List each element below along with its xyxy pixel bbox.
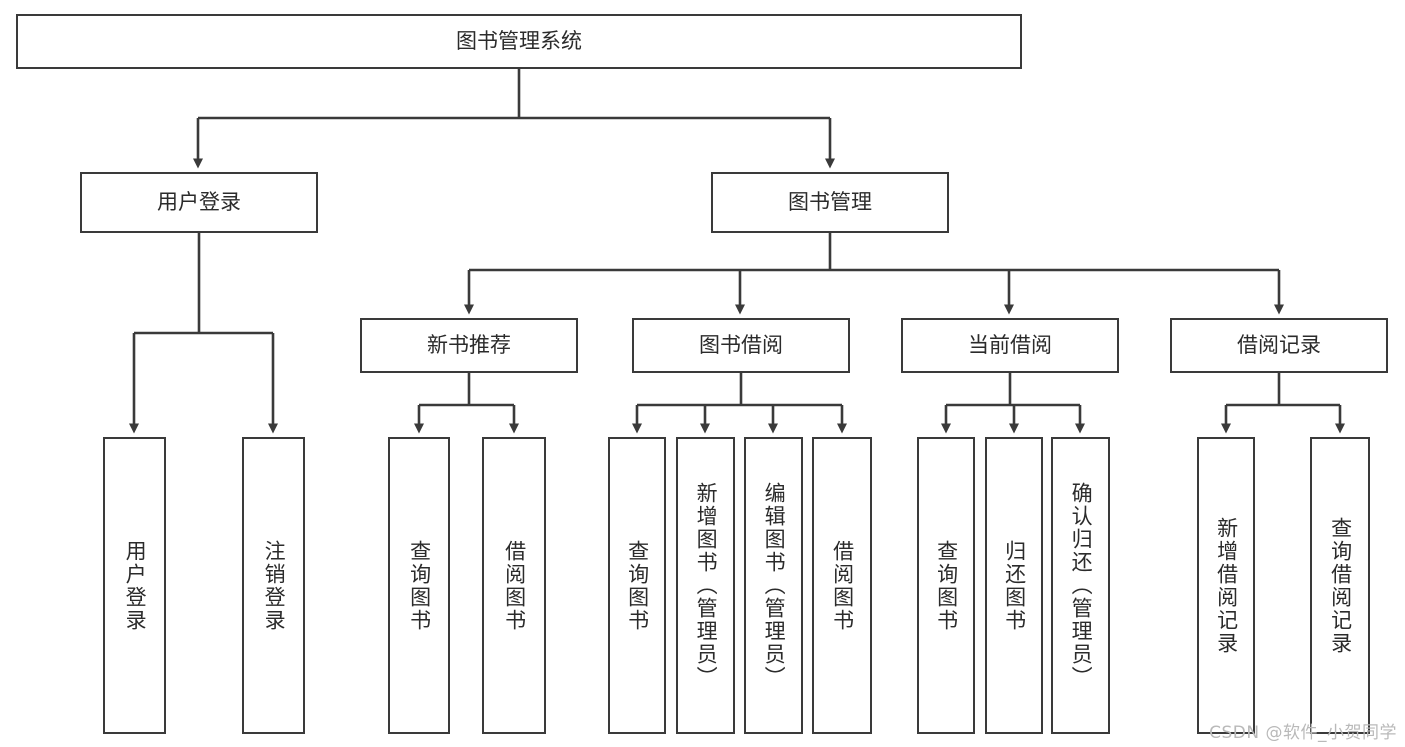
leaf-return-book[interactable]: 归还图书 [985, 437, 1043, 734]
leaf-label: 新增图书（管理员） [694, 482, 719, 689]
leaf-label: 查询借阅记录 [1328, 516, 1353, 655]
node-book-borrow[interactable]: 图书借阅 [632, 318, 850, 373]
leaf-query-book-recommend[interactable]: 查询图书 [388, 437, 450, 734]
leaf-label: 编辑图书（管理员） [762, 482, 787, 689]
leaf-add-book-admin[interactable]: 新增图书（管理员） [676, 437, 735, 734]
node-user-login[interactable]: 用户登录 [80, 172, 318, 233]
leaf-label: 新增借阅记录 [1214, 516, 1239, 655]
node-label: 新书推荐 [427, 333, 511, 358]
leaf-label: 归还图书 [1002, 539, 1027, 632]
leaf-label: 用户登录 [123, 539, 148, 632]
leaf-label: 查询图书 [934, 539, 959, 632]
leaf-user-login[interactable]: 用户登录 [103, 437, 166, 734]
node-current-borrow[interactable]: 当前借阅 [901, 318, 1119, 373]
node-label: 用户登录 [157, 190, 241, 215]
leaf-borrow-book[interactable]: 借阅图书 [812, 437, 872, 734]
node-label: 借阅记录 [1237, 333, 1321, 358]
leaf-confirm-return-admin[interactable]: 确认归还（管理员） [1051, 437, 1110, 734]
node-book-management[interactable]: 图书管理 [711, 172, 949, 233]
node-new-book-recommend[interactable]: 新书推荐 [360, 318, 578, 373]
leaf-query-borrow-record[interactable]: 查询借阅记录 [1310, 437, 1370, 734]
node-root[interactable]: 图书管理系统 [16, 14, 1022, 69]
node-borrow-record[interactable]: 借阅记录 [1170, 318, 1388, 373]
node-label: 图书管理 [788, 190, 872, 215]
leaf-label: 查询图书 [625, 539, 650, 632]
leaf-label: 确认归还（管理员） [1069, 482, 1094, 689]
node-label: 图书借阅 [699, 333, 783, 358]
leaf-query-book-borrow[interactable]: 查询图书 [608, 437, 666, 734]
leaf-label: 注销登录 [262, 539, 287, 632]
node-label: 图书管理系统 [456, 29, 582, 54]
leaf-label: 借阅图书 [502, 539, 527, 632]
node-label: 当前借阅 [968, 333, 1052, 358]
leaf-label: 查询图书 [407, 539, 432, 632]
leaf-edit-book-admin[interactable]: 编辑图书（管理员） [744, 437, 803, 734]
leaf-logout[interactable]: 注销登录 [242, 437, 305, 734]
leaf-label: 借阅图书 [830, 539, 855, 632]
leaf-add-borrow-record[interactable]: 新增借阅记录 [1197, 437, 1255, 734]
leaf-borrow-book-recommend[interactable]: 借阅图书 [482, 437, 546, 734]
leaf-query-book-current[interactable]: 查询图书 [917, 437, 975, 734]
